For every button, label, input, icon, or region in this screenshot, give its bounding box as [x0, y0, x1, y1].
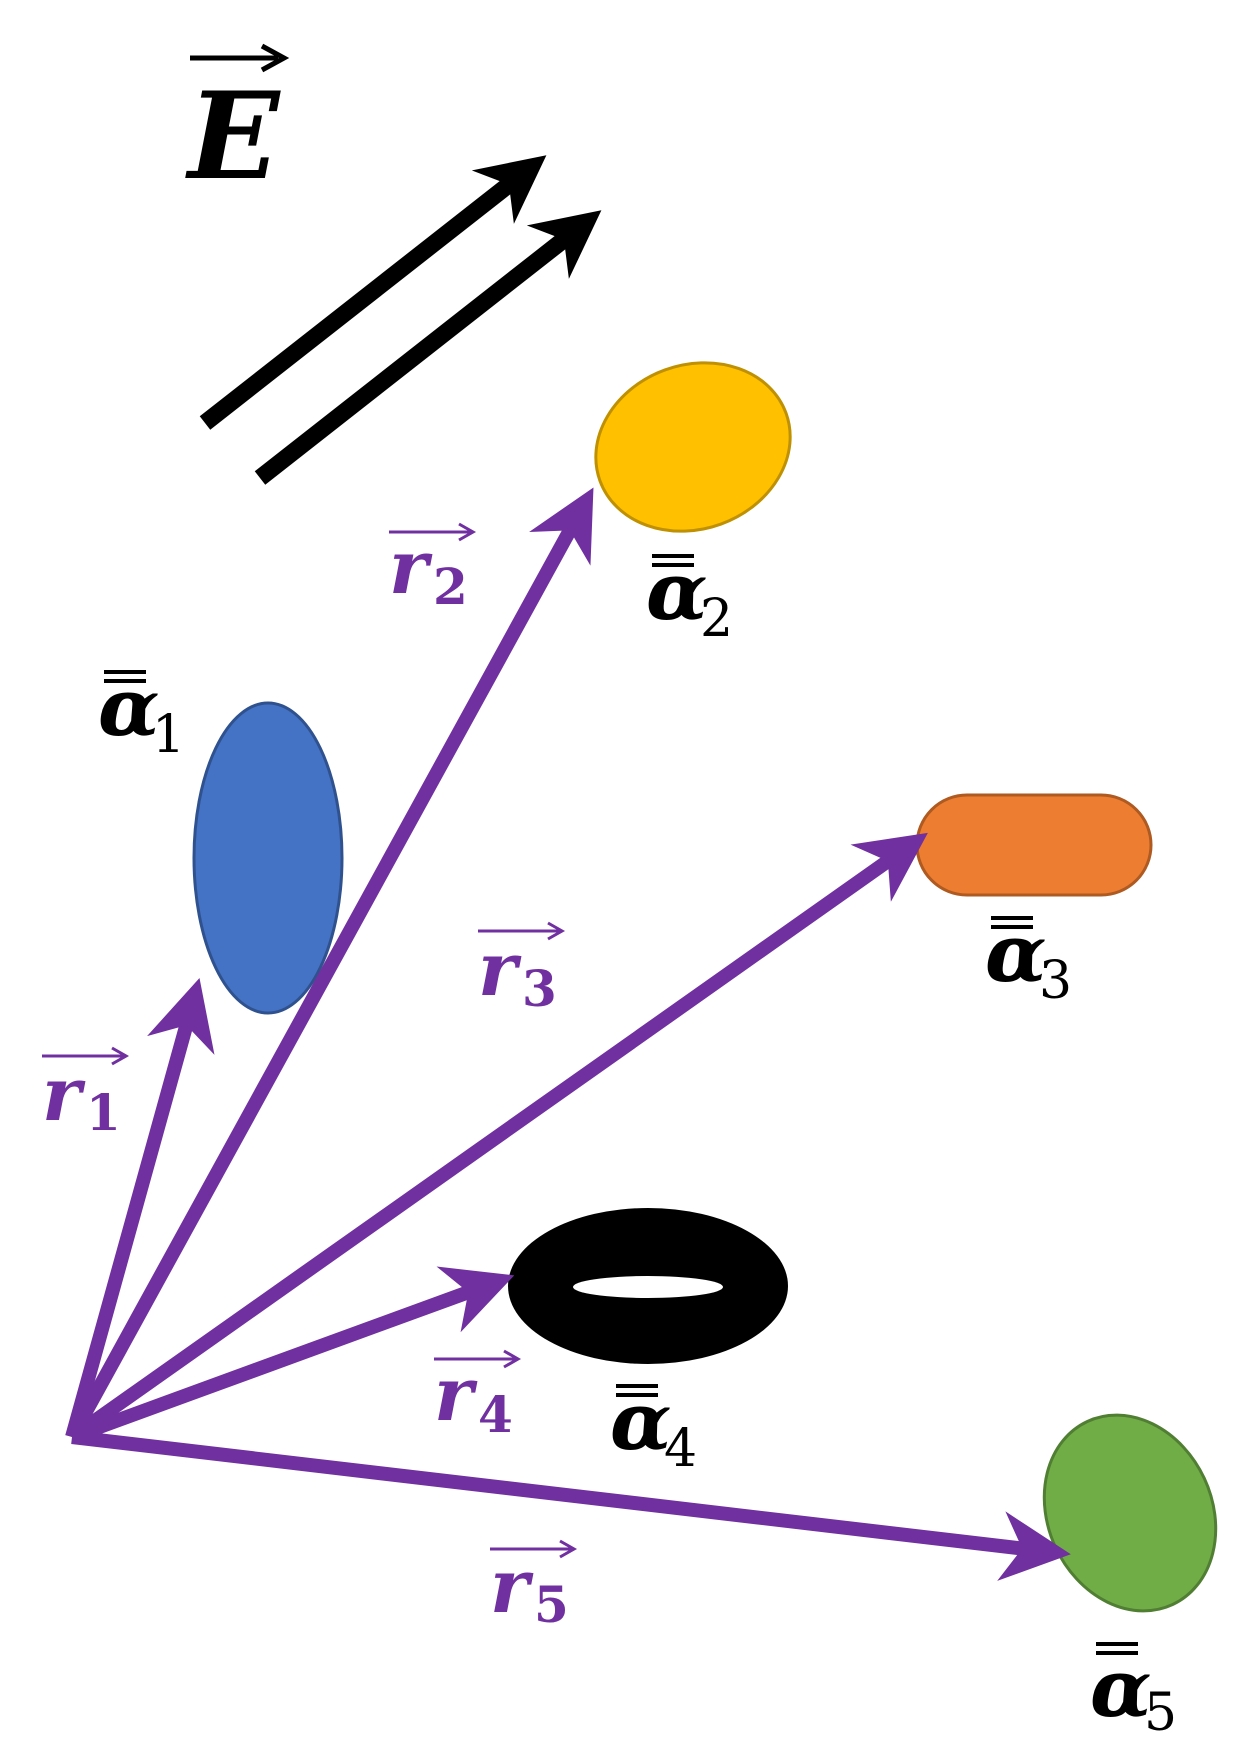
field-label: E	[185, 43, 290, 207]
particle-label-2: α 2	[646, 544, 733, 649]
vector-r2-overarrow-head	[458, 522, 477, 542]
vector-r5-overarrow-head	[559, 1539, 578, 1559]
particle-4-torus-hole	[573, 1276, 723, 1298]
vector-label-r4: r 4	[434, 1349, 522, 1444]
particle-2-symbol: α	[646, 544, 708, 638]
vector-r5	[71, 1430, 1071, 1581]
vector-labels: r 1 r 2 r 3 r 4 r 5	[42, 522, 578, 1634]
particle-5-symbol: α	[1090, 1641, 1152, 1735]
particle-label-5: α 5	[1090, 1641, 1177, 1738]
particle-label-4: α 4	[610, 1374, 697, 1479]
vector-r2-symbol: r	[389, 525, 433, 611]
particles	[192, 361, 1218, 1613]
field-symbol: E	[185, 66, 281, 207]
vector-r4-symbol: r	[434, 1352, 478, 1438]
vector-r4-subscript: 4	[478, 1385, 513, 1444]
field-arrow-lower	[254, 210, 602, 485]
particle-1-subscript: 1	[152, 705, 185, 765]
vector-r4-overarrow-head	[503, 1349, 522, 1369]
vector-r5-subscript: 5	[534, 1575, 569, 1634]
particle-2-ellipse	[594, 361, 792, 533]
particle-1-ellipse	[192, 701, 344, 1015]
field-overarrow-head	[260, 43, 290, 73]
field-arrows	[199, 155, 602, 485]
particle-2-subscript: 2	[700, 589, 733, 649]
particle-labels: α 1 α 2 α 3 α 4 α 5	[98, 544, 1177, 1738]
vector-r1-symbol: r	[42, 1052, 86, 1138]
vector-label-r2: r 2	[389, 522, 477, 616]
vector-r5-symbol: r	[490, 1544, 534, 1630]
vector-r2-subscript: 2	[433, 557, 468, 616]
vector-r3-symbol: r	[478, 927, 522, 1013]
particle-3-symbol: α	[985, 906, 1047, 1000]
particle-3-subscript: 3	[1039, 951, 1072, 1011]
particle-label-1: α 1	[98, 660, 185, 765]
vector-r2	[65, 487, 594, 1441]
vector-r3-overarrow-head	[547, 921, 566, 941]
field-arrow-upper	[199, 155, 547, 430]
particle-3-capsule	[915, 793, 1153, 897]
vector-label-r1: r 1	[42, 1046, 130, 1142]
particle-1-symbol: α	[98, 660, 160, 754]
position-vectors	[65, 487, 1071, 1581]
particle-4-symbol: α	[610, 1374, 672, 1468]
vector-r3	[67, 832, 928, 1443]
particle-5-ellipse	[1042, 1413, 1218, 1613]
vector-r4	[69, 1266, 515, 1444]
particle-label-3: α 3	[985, 906, 1072, 1011]
particle-4-subscript: 4	[664, 1419, 697, 1479]
vector-label-r3: r 3	[478, 921, 566, 1018]
vector-r3-subscript: 3	[522, 959, 557, 1018]
vector-r1-overarrow-head	[111, 1046, 130, 1066]
vector-r1-subscript: 1	[86, 1083, 121, 1142]
vector-r1	[65, 978, 215, 1439]
particle-5-subscript: 5	[1144, 1683, 1177, 1738]
vector-label-r5: r 5	[490, 1539, 578, 1634]
